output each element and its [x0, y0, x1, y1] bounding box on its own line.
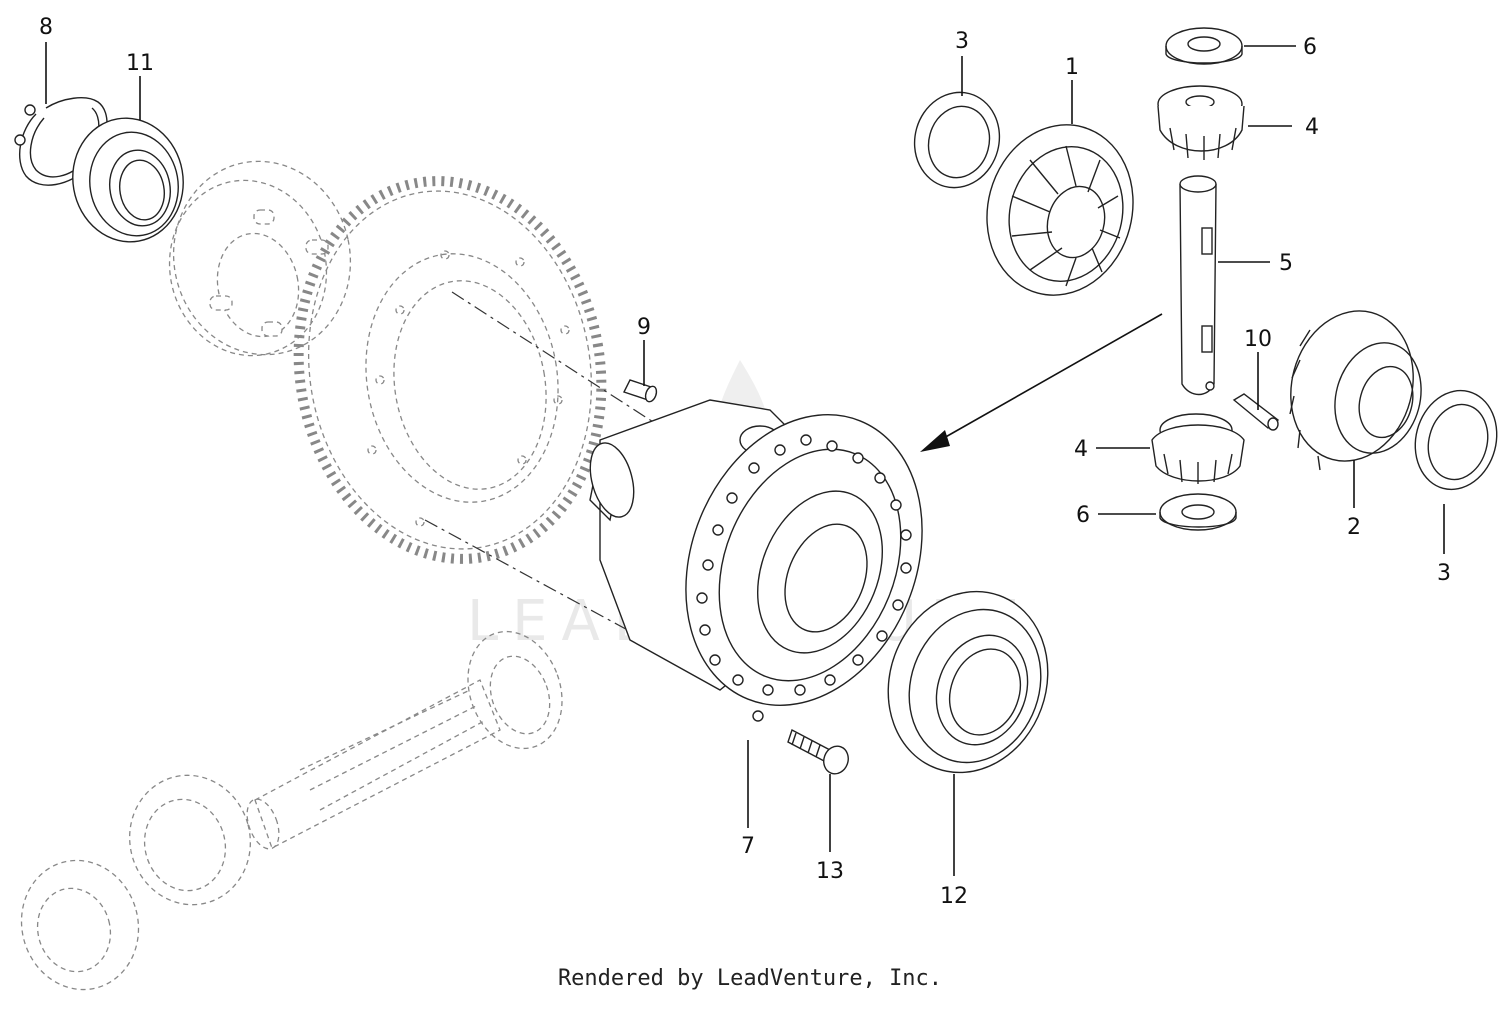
ghost-ring-gear	[293, 176, 607, 564]
callout-3-top: 3	[955, 29, 969, 54]
part-4-pinion-gear-top	[1157, 85, 1245, 160]
callout-2: 2	[1347, 515, 1361, 540]
part-7-differential-case	[589, 399, 923, 722]
callout-numbers: 8 11 3 1 6 4 5 9 10 4 6 2 3 7 13 12	[39, 15, 1451, 909]
part-4-pinion-gear-bottom	[1151, 413, 1245, 484]
callout-6-top: 6	[1303, 35, 1317, 60]
callout-9: 9	[637, 315, 651, 340]
part-2-side-gear	[1289, 310, 1422, 471]
ghost-shaft-bearings	[20, 774, 251, 991]
part-10-pin	[1232, 393, 1280, 431]
callout-5: 5	[1279, 251, 1293, 276]
alignment-line-upper	[451, 291, 713, 461]
part-12-bearing	[887, 590, 1049, 774]
ghost-hub	[168, 160, 352, 357]
part-13-bolt	[787, 728, 849, 775]
part-6-washer-top	[1165, 27, 1243, 65]
callout-7: 7	[741, 834, 755, 859]
part-5-cross-shaft	[1179, 175, 1217, 396]
credit-line: Rendered by LeadVenture, Inc.	[557, 966, 943, 991]
callout-13: 13	[816, 859, 844, 884]
part-9-dowel-pin	[623, 379, 658, 403]
part-6-washer-bottom	[1159, 493, 1237, 531]
ghost-pinion-shaft	[246, 630, 563, 850]
callout-10: 10	[1244, 327, 1272, 352]
callout-11: 11	[126, 51, 154, 76]
part-11-bearing	[72, 117, 184, 243]
callout-8: 8	[39, 15, 53, 40]
callout-1: 1	[1065, 55, 1079, 80]
part-1-side-gear	[986, 124, 1134, 296]
callout-4-bottom: 4	[1074, 437, 1088, 462]
assembly-arrow	[920, 313, 1163, 452]
callout-leaders	[45, 42, 1445, 876]
callout-3-right: 3	[1437, 561, 1451, 586]
part-3-washer-top	[913, 91, 1001, 189]
callout-12: 12	[940, 884, 968, 909]
callout-6-bottom: 6	[1076, 503, 1090, 528]
part-3-washer-right	[1414, 389, 1498, 491]
callout-4-top: 4	[1305, 115, 1319, 140]
